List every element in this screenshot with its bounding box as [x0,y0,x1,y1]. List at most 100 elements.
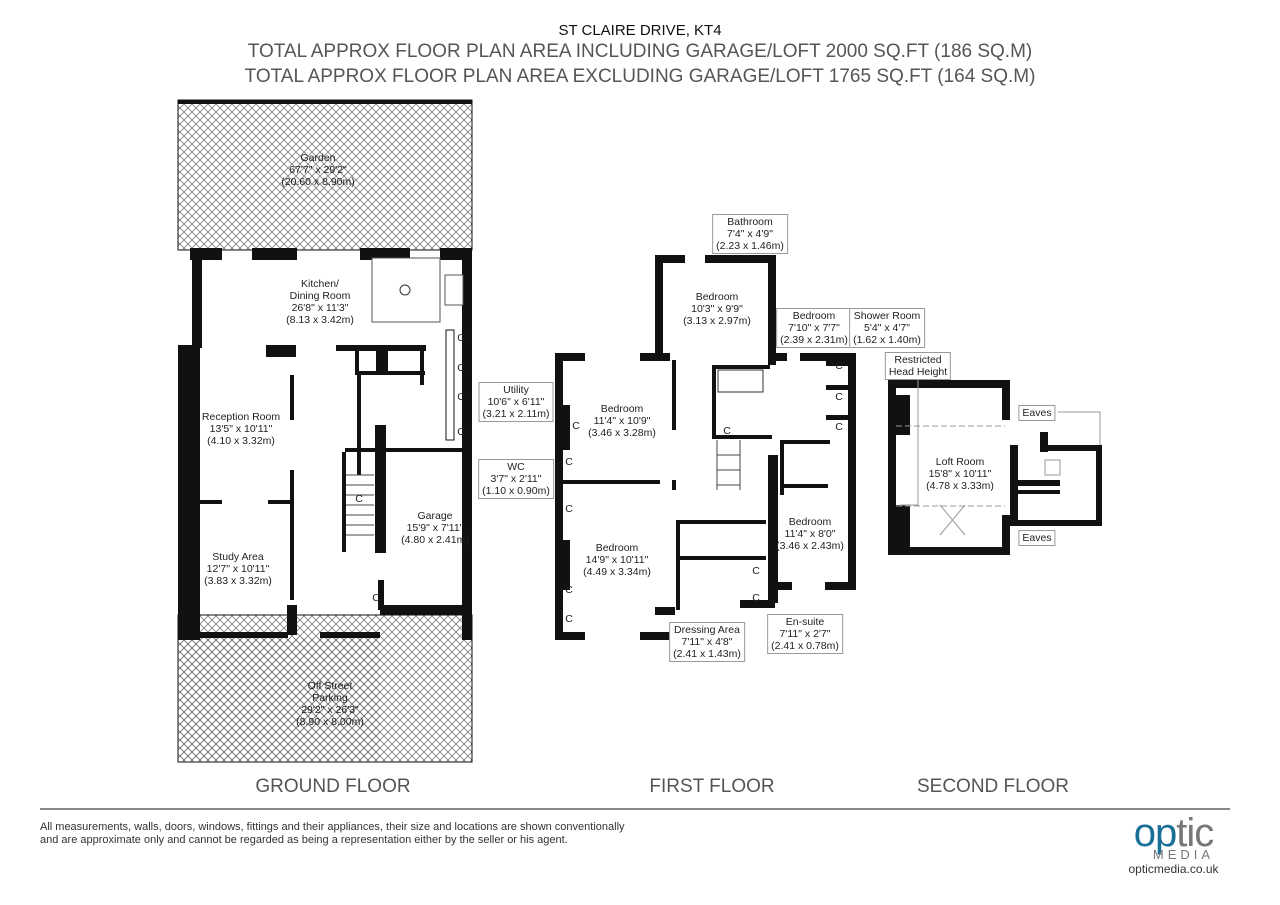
cupboard-marker: C [565,503,573,515]
eaves-label: Eaves [1018,530,1056,546]
plan-title: ST CLAIRE DRIVE, KT4 [558,22,722,39]
room-dims-metric: (4.80 x 2.41m) [401,534,469,546]
room-dims-metric: (3.21 x 2.11m) [482,408,550,420]
cupboard-marker: C [565,584,573,596]
room-label-study: Study Area 12'7" x 10'11" (3.83 x 3.32m) [204,551,272,587]
room-label-en-suite: En-suite 7'11" x 2'7" (2.41 x 0.78m) [767,614,843,654]
room-label-bedroom: Bedroom 14'9" x 10'11" (4.49 x 3.34m) [583,542,651,578]
room-dims-imperial: 67'7" x 29'2" [289,164,347,176]
room-label-bedroom: Bedroom 11'4" x 8'0" (3.46 x 2.43m) [776,516,844,552]
room-dims-imperial: 10'3" x 9'9" [691,303,743,315]
room-label-dressing-area: Dressing Area 7'11" x 4'8" (2.41 x 1.43m… [669,622,745,662]
room-label-utility: Utility 10'6" x 6'11" (3.21 x 2.11m) [478,382,554,422]
room-name: Dressing Area [674,624,740,636]
cupboard-marker: C [752,565,760,577]
cupboard-marker: C [835,360,843,372]
room-label-garage: Garage 15'9" x 7'11" (4.80 x 2.41m) [401,510,469,546]
cupboard-marker: C [457,362,465,374]
room-dims-imperial: 26'8" x 11'3" [291,302,349,314]
room-dims-metric: (4.78 x 3.33m) [926,480,994,492]
room-dims-metric: (3.83 x 3.32m) [204,575,272,587]
room-dims-imperial: 15'9" x 7'11" [406,522,464,534]
room-dims-imperial: 29'2" x 26'3" [301,704,359,716]
room-label-parking: Off Street Parking 29'2" x 26'3" (8.90 x… [296,680,364,728]
room-name: En-suite [785,616,825,628]
cupboard-marker: C [835,421,843,433]
room-dims-imperial: 11'4" x 10'9" [593,415,651,427]
room-dims-imperial: 15'8" x 10'11" [928,468,992,480]
ground-floor-title: GROUND FLOOR [255,776,411,797]
room-name: Loft Room [935,456,985,468]
room-name: Bedroom [788,516,832,528]
cupboard-marker: C [457,332,465,344]
cupboard-marker: C [457,426,465,438]
room-dims-metric: (4.10 x 3.32m) [207,435,275,447]
room-label-bedroom: Bedroom 7'10" x 7'7" (2.39 x 2.31m) [776,308,852,348]
room-name: Garage [417,510,453,522]
room-dims-metric: (1.10 x 0.90m) [482,485,550,497]
logo-media: MEDIA [1152,847,1215,862]
room-name: WC [507,461,525,473]
logo-url: opticmedia.co.uk [1128,862,1219,876]
room-dims-imperial: 13'5" x 10'11" [209,423,273,435]
cupboard-marker: C [572,420,580,432]
room-dims-imperial: 11'4" x 8'0" [784,528,836,540]
room-dims-metric: (2.39 x 2.31m) [780,334,848,346]
room-dims-imperial: 7'10" x 7'7" [788,322,840,334]
label-line2: Head Height [888,366,948,378]
room-name: Garden [300,152,336,164]
room-dims-metric: (8.90 x 8.00m) [296,716,364,728]
second-floor-title: SECOND FLOOR [916,776,1070,797]
room-label-bathroom: Bathroom 7'4" x 4'9" (2.23 x 1.46m) [712,214,788,254]
eaves-label: Eaves [1018,405,1056,421]
second-floor-plan [888,380,1102,555]
logo-wordmark: optic [1116,813,1231,853]
room-dims-imperial: 3'7" x 2'11" [490,473,542,485]
room-name: Bedroom [695,291,739,303]
disclaimer: All measurements, walls, doors, windows,… [40,821,625,846]
cupboard-marker: C [355,493,363,505]
room-label-garden: Garden 67'7" x 29'2" (20.60 x 8.90m) [281,152,355,188]
garden-area [177,99,473,251]
room-name: Shower Room [853,310,921,322]
room-dims-metric: (1.62 x 1.40m) [853,334,921,346]
room-dims-metric: (2.23 x 1.46m) [716,240,784,252]
room-label-bedroom: Bedroom 10'3" x 9'9" (3.13 x 2.97m) [683,291,751,327]
room-name: Kitchen/ [301,278,339,290]
logo-word-b: tic [1176,811,1214,855]
room-label-loft-room: Loft Room 15'8" x 10'11" (4.78 x 3.33m) [926,456,994,492]
room-label-wc: WC 3'7" x 2'11" (1.10 x 0.90m) [478,459,554,499]
room-dims-imperial: 5'4" x 4'7" [864,322,910,334]
area-excluding-garage: TOTAL APPROX FLOOR PLAN AREA EXCLUDING G… [244,66,1036,87]
cupboard-marker: C [457,391,465,403]
cupboard-marker: C [752,592,760,604]
cupboard-marker: C [565,613,573,625]
room-dims-metric: (2.41 x 0.78m) [771,640,839,652]
room-dims-imperial: 12'7" x 10'11" [206,563,270,575]
ground-floor-plan [177,99,473,763]
cupboard-marker: C [372,592,380,604]
footer-divider [40,808,1230,810]
first-floor-title: FIRST FLOOR [649,776,775,797]
room-dims-imperial: 7'11" x 2'7" [779,628,831,640]
room-dims-metric: (8.13 x 3.42m) [286,314,354,326]
room-label-bedroom: Bedroom 11'4" x 10'9" (3.46 x 3.28m) [588,403,656,439]
cupboard-marker: C [835,391,843,403]
room-dims-imperial: 7'11" x 4'8" [681,636,733,648]
room-label-kitchen-dining: Kitchen/ Dining Room 26'8" x 11'3" (8.13… [286,278,354,326]
cupboard-marker: C [565,456,573,468]
room-name: Study Area [212,551,264,563]
area-including-garage: TOTAL APPROX FLOOR PLAN AREA INCLUDING G… [247,41,1033,62]
optic-media-logo: optic MEDIA opticmedia.co.uk [1116,813,1231,876]
room-dims-imperial: 14'9" x 10'11" [585,554,649,566]
first-floor-plan [555,255,856,640]
room-dims-metric: (2.41 x 1.43m) [673,648,741,660]
room-dims-metric: (3.46 x 3.28m) [588,427,656,439]
logo-word-a: op [1133,811,1177,855]
cupboard-marker: C [723,425,731,437]
room-name: Bedroom [792,310,836,322]
room-dims-metric: (4.49 x 3.34m) [583,566,651,578]
room-dims-imperial: 10'6" x 6'11" [487,396,545,408]
room-name: Utility [503,384,529,396]
